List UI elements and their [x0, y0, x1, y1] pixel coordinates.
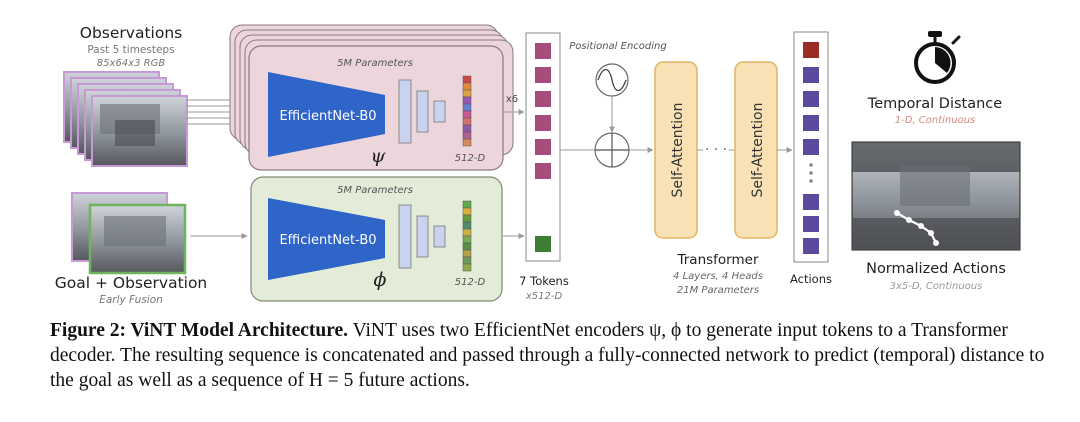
token-square — [535, 91, 551, 107]
observation-images-stack — [63, 71, 188, 167]
transformer-line2: 21M Parameters — [677, 285, 759, 296]
normalized-actions-output: Normalized Actions 3x5-D, Continuous — [851, 141, 1021, 292]
feature-vector-cell — [462, 214, 472, 223]
token-square — [535, 43, 551, 59]
action-square — [803, 115, 819, 131]
observations-spec: 85x64x3 RGB — [97, 58, 166, 69]
encoder-bottom-dim: 512-D — [455, 277, 486, 288]
goal-token-square — [535, 236, 551, 252]
token-square — [535, 115, 551, 131]
tokens-label: 7 Tokens — [519, 274, 569, 288]
observations-subtitle: Past 5 timesteps — [87, 44, 174, 56]
observations-label-group: Observations Past 5 timesteps 85x64x3 RG… — [80, 24, 182, 69]
feature-vector-cell — [462, 221, 472, 230]
actions-marks — [803, 42, 819, 254]
caption-label: Figure 2: ViNT Model Architecture. — [50, 320, 349, 341]
feature-vector-cell — [462, 82, 472, 91]
repeat-label: x6 — [506, 94, 518, 105]
encoder-top: 5M Parameters EfficientNet-B0 ψ 512-D x6 — [229, 24, 518, 171]
encoder-bottom-params: 5M Parameters — [337, 185, 413, 196]
goal-subtitle: Early Fusion — [99, 294, 163, 306]
feature-vector-cell — [462, 263, 472, 272]
feature-layer — [416, 90, 429, 133]
encoder-bottom: 5M Parameters EfficientNet-B0 ϕ 512-D — [250, 176, 503, 302]
caption-text: ViNT uses two EfficientNet encoders ψ, ϕ… — [50, 320, 1045, 391]
ellipsis-dot — [809, 179, 813, 183]
transformer: Self-Attention · · · Self-Attention Tran… — [654, 61, 778, 296]
tokens-column: 7 Tokens x512-D — [519, 32, 569, 302]
actions-label: Actions — [790, 272, 832, 286]
feature-vector-cell — [462, 89, 472, 98]
observations-title: Observations — [80, 24, 182, 42]
encoder-bottom-symbol: ϕ — [374, 269, 387, 291]
self-attention-label-1: Self-Attention — [670, 103, 686, 198]
feature-vector-cell — [462, 249, 472, 258]
figure-caption: Figure 2: ViNT Model Architecture. ViNT … — [50, 318, 1050, 393]
feature-layer — [433, 225, 446, 248]
encoder-top-dim: 512-D — [455, 153, 486, 164]
efficientnet-top-trapezoid — [268, 72, 385, 157]
temporal-distance-sub: 1-D, Continuous — [895, 115, 976, 126]
feature-layer — [398, 79, 412, 144]
feature-vector-cell — [462, 235, 472, 244]
ellipsis-dot — [809, 171, 813, 175]
feature-vector-cell — [462, 96, 472, 105]
positional-encoding-label: Positional Encoding — [569, 41, 666, 52]
token-square — [535, 163, 551, 179]
token-square — [535, 67, 551, 83]
feature-vector-top — [462, 75, 472, 147]
self-attention-label-2: Self-Attention — [750, 103, 766, 198]
feature-layer — [416, 215, 429, 258]
architecture-diagram: Observations Past 5 timesteps 85x64x3 RG… — [55, 24, 1021, 306]
goal-images-stack — [71, 192, 187, 275]
encoder-top-symbol: ψ — [371, 145, 387, 167]
feature-vector-cell — [462, 75, 472, 84]
feature-vector-cell — [462, 110, 472, 119]
tokens-marks — [535, 43, 551, 252]
feature-vector-cell — [462, 117, 472, 126]
tokens-sub: x512-D — [525, 291, 563, 302]
sine-wave — [597, 68, 627, 92]
action-square — [803, 216, 819, 232]
feature-vector-cell — [462, 256, 472, 265]
action-square — [803, 238, 819, 254]
observation-arrows — [186, 97, 239, 127]
temporal-distance-output: Temporal Distance 1-D, Continuous — [867, 31, 1002, 126]
efficientnet-bottom-trapezoid — [268, 198, 385, 280]
distance-output-square — [803, 42, 819, 58]
feature-vector-cell — [462, 103, 472, 112]
positional-encoding: Positional Encoding — [569, 41, 667, 168]
feature-vector-cell — [462, 124, 472, 133]
observation-image-detail — [115, 120, 155, 146]
action-square — [803, 91, 819, 107]
transformer-ellipsis: · · · — [705, 142, 727, 158]
action-square — [803, 139, 819, 155]
stopwatch-icon — [914, 31, 961, 84]
goal-image-detail — [104, 216, 166, 246]
feature-vector-cell — [462, 200, 472, 209]
token-square — [535, 139, 551, 155]
goal-label-group: Goal + Observation Early Fusion — [55, 274, 208, 306]
feature-vector-cell — [462, 131, 472, 140]
feature-vector-cell — [462, 242, 472, 251]
normalized-actions-title: Normalized Actions — [866, 261, 1006, 277]
normalized-actions-sub: 3x5-D, Continuous — [890, 281, 983, 292]
efficientnet-bottom-label: EfficientNet-B0 — [279, 233, 376, 248]
transformer-line1: 4 Layers, 4 Heads — [673, 271, 763, 282]
feature-vector-cell — [462, 138, 472, 147]
efficientnet-top-label: EfficientNet-B0 — [279, 109, 376, 124]
actions-column: Actions — [790, 31, 832, 286]
action-square — [803, 67, 819, 83]
action-square — [803, 194, 819, 210]
transformer-title: Transformer — [676, 252, 758, 268]
ellipsis-dot — [809, 163, 813, 167]
feature-vector-bottom — [462, 200, 472, 272]
feature-layer — [398, 204, 412, 269]
encoder-top-params: 5M Parameters — [337, 58, 413, 69]
feature-layer — [433, 100, 446, 123]
temporal-distance-title: Temporal Distance — [867, 96, 1002, 112]
feature-vector-cell — [462, 228, 472, 237]
feature-vector-cell — [462, 207, 472, 216]
goal-title: Goal + Observation — [55, 274, 208, 292]
